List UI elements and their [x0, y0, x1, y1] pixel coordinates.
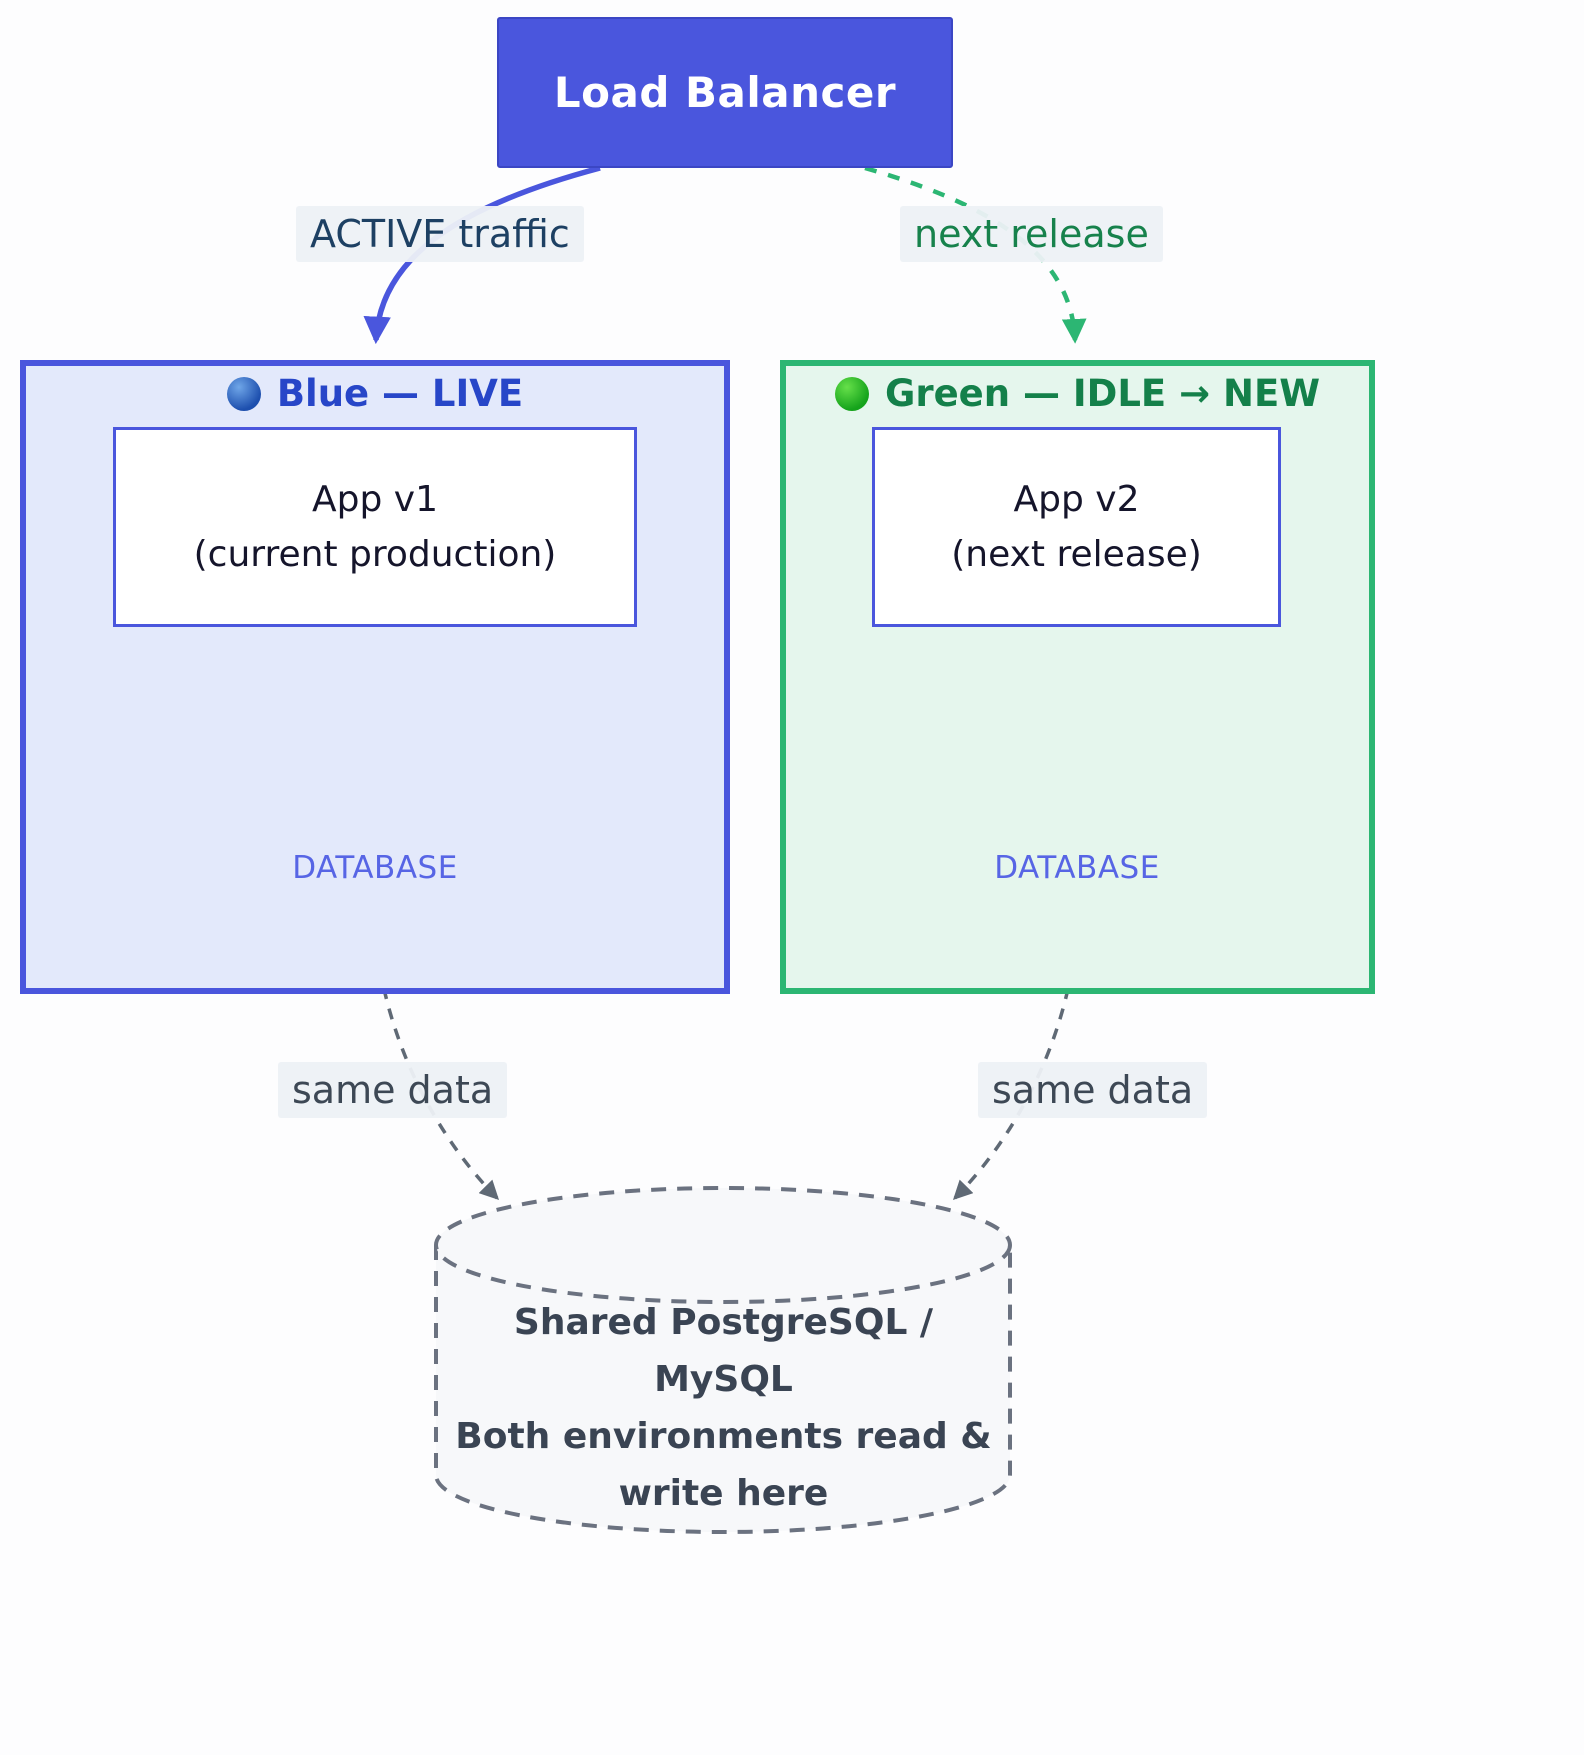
shared-db-line1: Shared PostgreSQL / MySQL [513, 1302, 934, 1400]
blue-database-label: DATABASE [292, 850, 458, 886]
green-environment-header: Green — IDLE → NEW [780, 372, 1375, 415]
blue-environment-title: Blue — LIVE [276, 372, 524, 415]
shared-db-line3: write here [618, 1472, 829, 1514]
app-v1-subtitle: (current production) [193, 534, 557, 575]
edge-label-same-data-left: same data [278, 1062, 508, 1118]
app-v2-name: App v2 [1013, 479, 1140, 520]
app-v2-node: App v2 (next release) [872, 427, 1281, 627]
app-v2-subtitle: (next release) [951, 534, 1202, 575]
shared-db-line2: Both environments read & [455, 1415, 992, 1457]
app-v1-node: App v1 (current production) [113, 427, 637, 627]
blue-environment-header: Blue — LIVE [20, 372, 730, 415]
edge-label-next-release: next release [900, 206, 1163, 262]
edge-label-active-traffic: ACTIVE traffic [296, 206, 584, 262]
green-environment-title: Green — IDLE → NEW [884, 372, 1321, 415]
green-database-label: DATABASE [994, 850, 1160, 886]
app-v1-name: App v1 [312, 479, 438, 520]
load-balancer-label: Load Balancer [553, 68, 897, 117]
shared-database-text: Shared PostgreSQL / MySQL Both environme… [447, 1295, 1000, 1523]
load-balancer-node: Load Balancer [497, 17, 953, 168]
edge-label-same-data-right: same data [978, 1062, 1208, 1118]
green-circle-icon [834, 376, 869, 411]
blue-circle-icon [226, 376, 261, 411]
